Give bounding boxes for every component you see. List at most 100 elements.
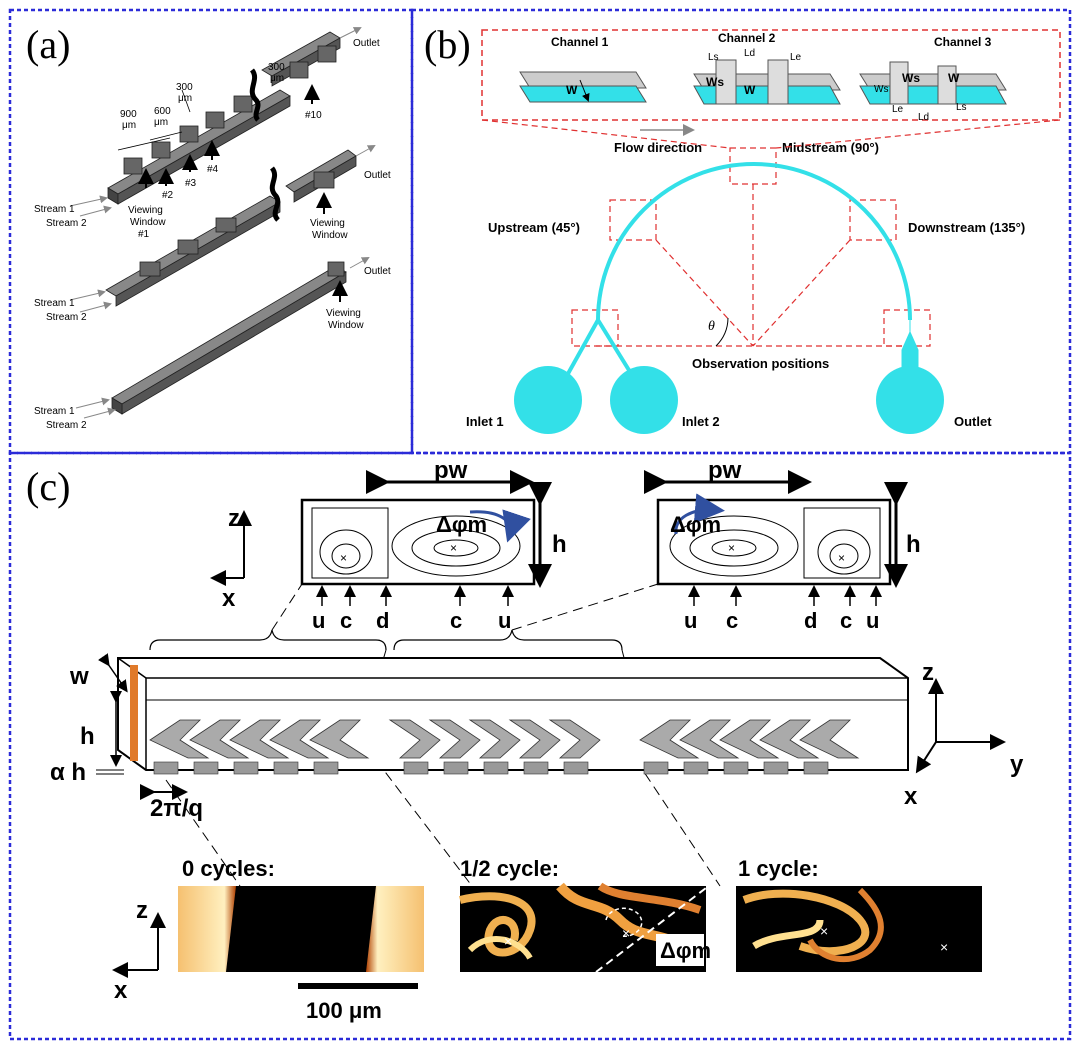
h-right: h	[906, 531, 921, 558]
panel-b-label: (b)	[424, 22, 471, 67]
channel2-shape: Ws W Ls Ld Le	[693, 48, 841, 105]
axis-x-right: x	[904, 783, 918, 810]
ucdcu-left	[316, 585, 514, 606]
window-label-2: Window	[312, 230, 348, 241]
letter-c-l1: c	[340, 608, 352, 633]
inlet1-reservoir	[514, 366, 582, 434]
letter-c-r2: c	[840, 608, 852, 633]
dim-period: 2π/q	[150, 795, 203, 822]
letter-u-l2: u	[498, 608, 511, 633]
panel-c-label: (c)	[26, 464, 70, 509]
stream1-label-2: Stream 1	[34, 298, 75, 309]
cycle-label-0: 0 cycles:	[182, 856, 275, 881]
channel3-ws-a: Ws	[902, 71, 920, 85]
channel2-ws: Ws	[706, 75, 724, 89]
channel3-ld: Ld	[918, 112, 929, 123]
stream2-label-1: Stream 2	[46, 218, 87, 229]
axis-z-bottom: z	[136, 897, 148, 924]
channel3-title: Channel 3	[934, 35, 992, 49]
stream2-label-3: Stream 2	[46, 420, 87, 431]
vortex-one-2: ×	[940, 939, 948, 955]
channel-types-inset	[481, 29, 1061, 121]
vortex-center-l2: ×	[450, 541, 457, 555]
stream2-label-2: Stream 2	[46, 312, 87, 323]
herringbone-grooves	[149, 719, 860, 759]
panel-b: (b) Channel 1 Channel 2 Channel 3 W Ws W…	[424, 22, 1061, 434]
axis-x-top: x	[222, 585, 236, 612]
viewing-label-2: Viewing	[310, 218, 345, 229]
dphi-image: Δφm	[660, 938, 711, 963]
channel-staggered-middle	[105, 149, 357, 307]
letter-u-l1: u	[312, 608, 325, 633]
axis-z-right: z	[922, 659, 934, 686]
dim-300-a: 300	[176, 82, 193, 93]
outlet-reservoir	[876, 366, 944, 434]
dphi-left: Δφm	[436, 512, 487, 537]
dim-600: 600	[154, 106, 171, 117]
panel-a-label: (a)	[26, 22, 70, 67]
letter-c-l2: c	[450, 608, 462, 633]
window-label-3: Window	[328, 320, 364, 331]
channel1-w: W	[566, 83, 578, 97]
letter-c-r1: c	[726, 608, 738, 633]
outlet-label-bottom: Outlet	[364, 266, 391, 277]
vortex-center-l1: ×	[340, 551, 347, 565]
scale-bar-label: 100 μm	[306, 998, 382, 1023]
viewing-label-3: Viewing	[326, 308, 361, 319]
upstream-label: Upstream (45°)	[488, 220, 580, 235]
inlet1-label: Inlet 1	[466, 414, 504, 429]
channel1-shape: W	[519, 71, 647, 103]
dim-w: w	[69, 663, 89, 690]
axis-z-top: z	[228, 505, 240, 532]
cycle-label-1: 1 cycle:	[738, 856, 819, 881]
viewing-label-1: Viewing	[128, 205, 163, 216]
channel2-w: W	[744, 83, 756, 97]
panel-borders	[8, 8, 1072, 1041]
inlet-junction-box	[571, 309, 619, 347]
groove-feet	[153, 761, 829, 775]
letter-u-r1: u	[684, 608, 697, 633]
channel-straight	[111, 261, 347, 415]
break-mark-2	[269, 166, 281, 222]
mix-image-1: × ×	[736, 886, 982, 972]
window-num-10: #10	[305, 110, 322, 121]
channel3-ls: Ls	[956, 102, 967, 113]
channel2-title: Channel 2	[718, 31, 776, 45]
vortex-center-r1: ×	[728, 541, 735, 555]
h-left: h	[552, 531, 567, 558]
dim-unit-4: μm	[270, 73, 284, 84]
stream1-label-3: Stream 1	[34, 406, 75, 417]
cross-section-right: × × Δφm pw h	[644, 457, 921, 588]
dim-300-b: 300	[268, 62, 285, 73]
dim-900: 900	[120, 109, 137, 120]
window-label-1: Window	[130, 217, 166, 228]
panel-c-border	[8, 451, 1072, 1041]
midstream-label: Midstream (90°)	[782, 140, 879, 155]
stream1-label-1: Stream 1	[34, 204, 75, 215]
vortex-half-2: ×	[622, 925, 630, 941]
flow-direction-label: Flow direction	[614, 140, 702, 155]
downstream-label: Downstream (135°)	[908, 220, 1025, 235]
letter-d-l: d	[376, 608, 389, 633]
channel2-ld: Ld	[744, 48, 755, 59]
mix-image-half: × × Δφm	[459, 882, 711, 973]
vortex-one-1: ×	[820, 923, 828, 939]
axis-x-bottom: x	[114, 977, 128, 1004]
outlet-label-b: Outlet	[954, 414, 992, 429]
channel3-shape: Ws W Ws Le Ld Ls	[859, 61, 1007, 123]
letter-u-r2: u	[866, 608, 879, 633]
panel-a: (a) Outlet 900 μm 600 μm 300	[26, 22, 391, 431]
vortex-half-1: ×	[504, 933, 512, 949]
window-num-2: #2	[162, 190, 174, 201]
outlet-label-top: Outlet	[353, 38, 380, 49]
axis-y-right: y	[1010, 751, 1024, 778]
pw-left: pw	[434, 457, 468, 484]
pw-right: pw	[708, 457, 742, 484]
panel-a-border	[8, 8, 414, 455]
inlet2-reservoir	[610, 366, 678, 434]
letter-d-r: d	[804, 608, 817, 633]
dim-unit-2: μm	[154, 117, 168, 128]
channel2-ls: Ls	[708, 52, 719, 63]
channel1-title: Channel 1	[551, 35, 609, 49]
